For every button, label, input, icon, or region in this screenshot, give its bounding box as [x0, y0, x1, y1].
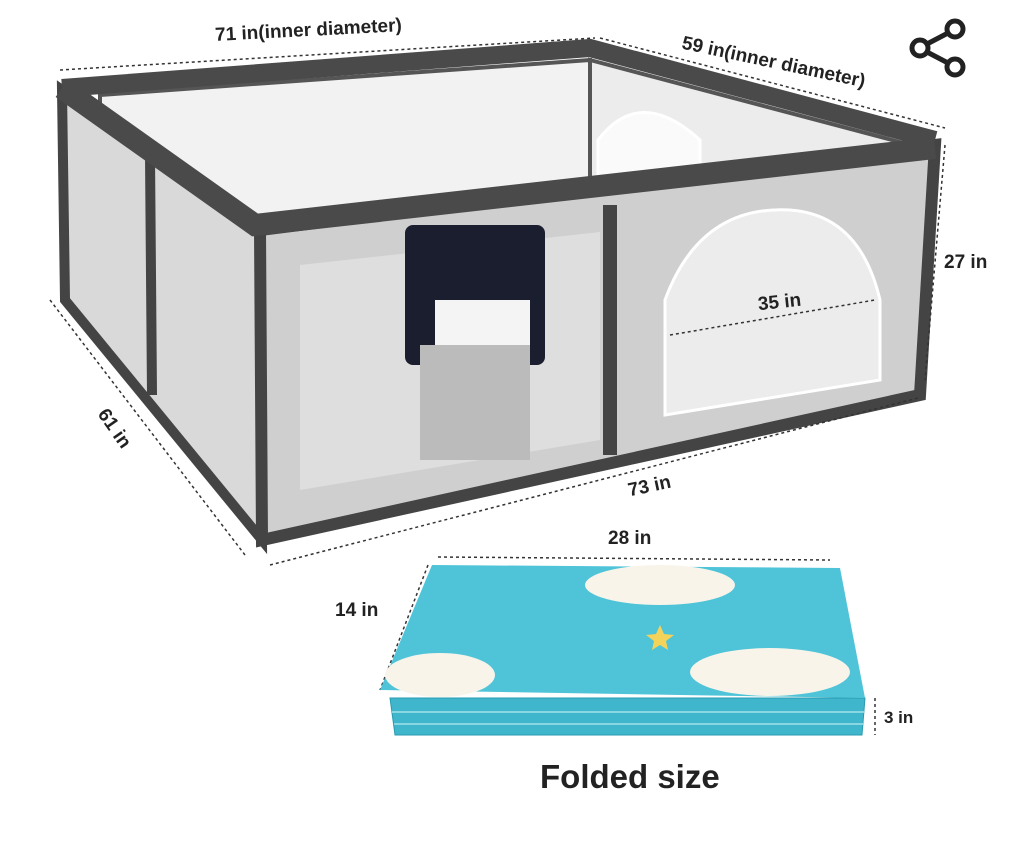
share-icon[interactable] [905, 15, 971, 81]
folded-size-caption: Folded size [540, 758, 720, 795]
dimension-mat-width: 14 in [335, 600, 379, 621]
dimension-mat-length: 28 in [608, 528, 652, 549]
dimension-door-width: 35 in [756, 289, 803, 316]
dimension-height: 27 in [944, 252, 988, 273]
dimension-mat-thickness: 3 in [884, 708, 914, 727]
